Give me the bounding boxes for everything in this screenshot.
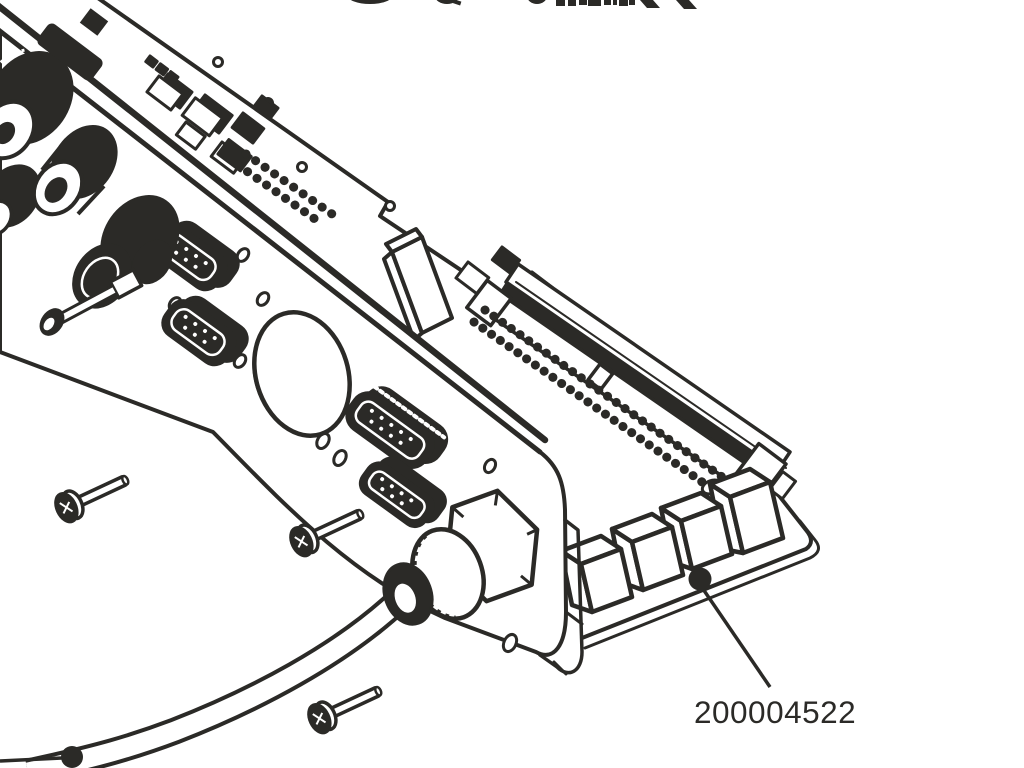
callout-leader-line (701, 588, 772, 688)
cable (25, 591, 408, 768)
pcb-bracket (382, 227, 454, 342)
push-buttons (558, 466, 786, 615)
knob-3 (31, 122, 118, 217)
pin-header-rows (469, 305, 757, 515)
callout-dot (688, 567, 712, 591)
pcb-board (97, 0, 821, 650)
secondary-callout-dot (61, 746, 83, 768)
pcb-pad-rows (233, 149, 337, 229)
dsub-connector-2 (161, 295, 249, 367)
cropped-title-fragments (350, 0, 697, 9)
dsub-connector-4 (358, 456, 447, 529)
screw-3 (302, 674, 389, 739)
panel-round-hole (252, 310, 352, 438)
panel-foot (552, 610, 584, 676)
push-button-4 (707, 466, 786, 556)
knobs (0, 8, 180, 336)
push-button-1 (558, 533, 635, 615)
part-number-label: 200004522 (694, 694, 856, 730)
pot-with-shaft (39, 239, 173, 336)
pcb-components (144, 54, 555, 306)
dsub-connector-3 (345, 384, 449, 470)
knob-2 (0, 164, 41, 237)
pcb-thickness-edge (583, 519, 821, 650)
secondary-callout-line (0, 756, 63, 763)
panel-top-band-inner (0, 27, 543, 455)
knob-1 (0, 48, 74, 161)
cable-gland (382, 488, 540, 626)
screw-1 (49, 463, 136, 528)
callouts: 200004522 (0, 567, 856, 768)
top-edge-component (37, 8, 109, 81)
gland-cable-ring (382, 562, 434, 626)
card-edge-connector (465, 262, 798, 503)
dsub-connectors (152, 220, 449, 529)
